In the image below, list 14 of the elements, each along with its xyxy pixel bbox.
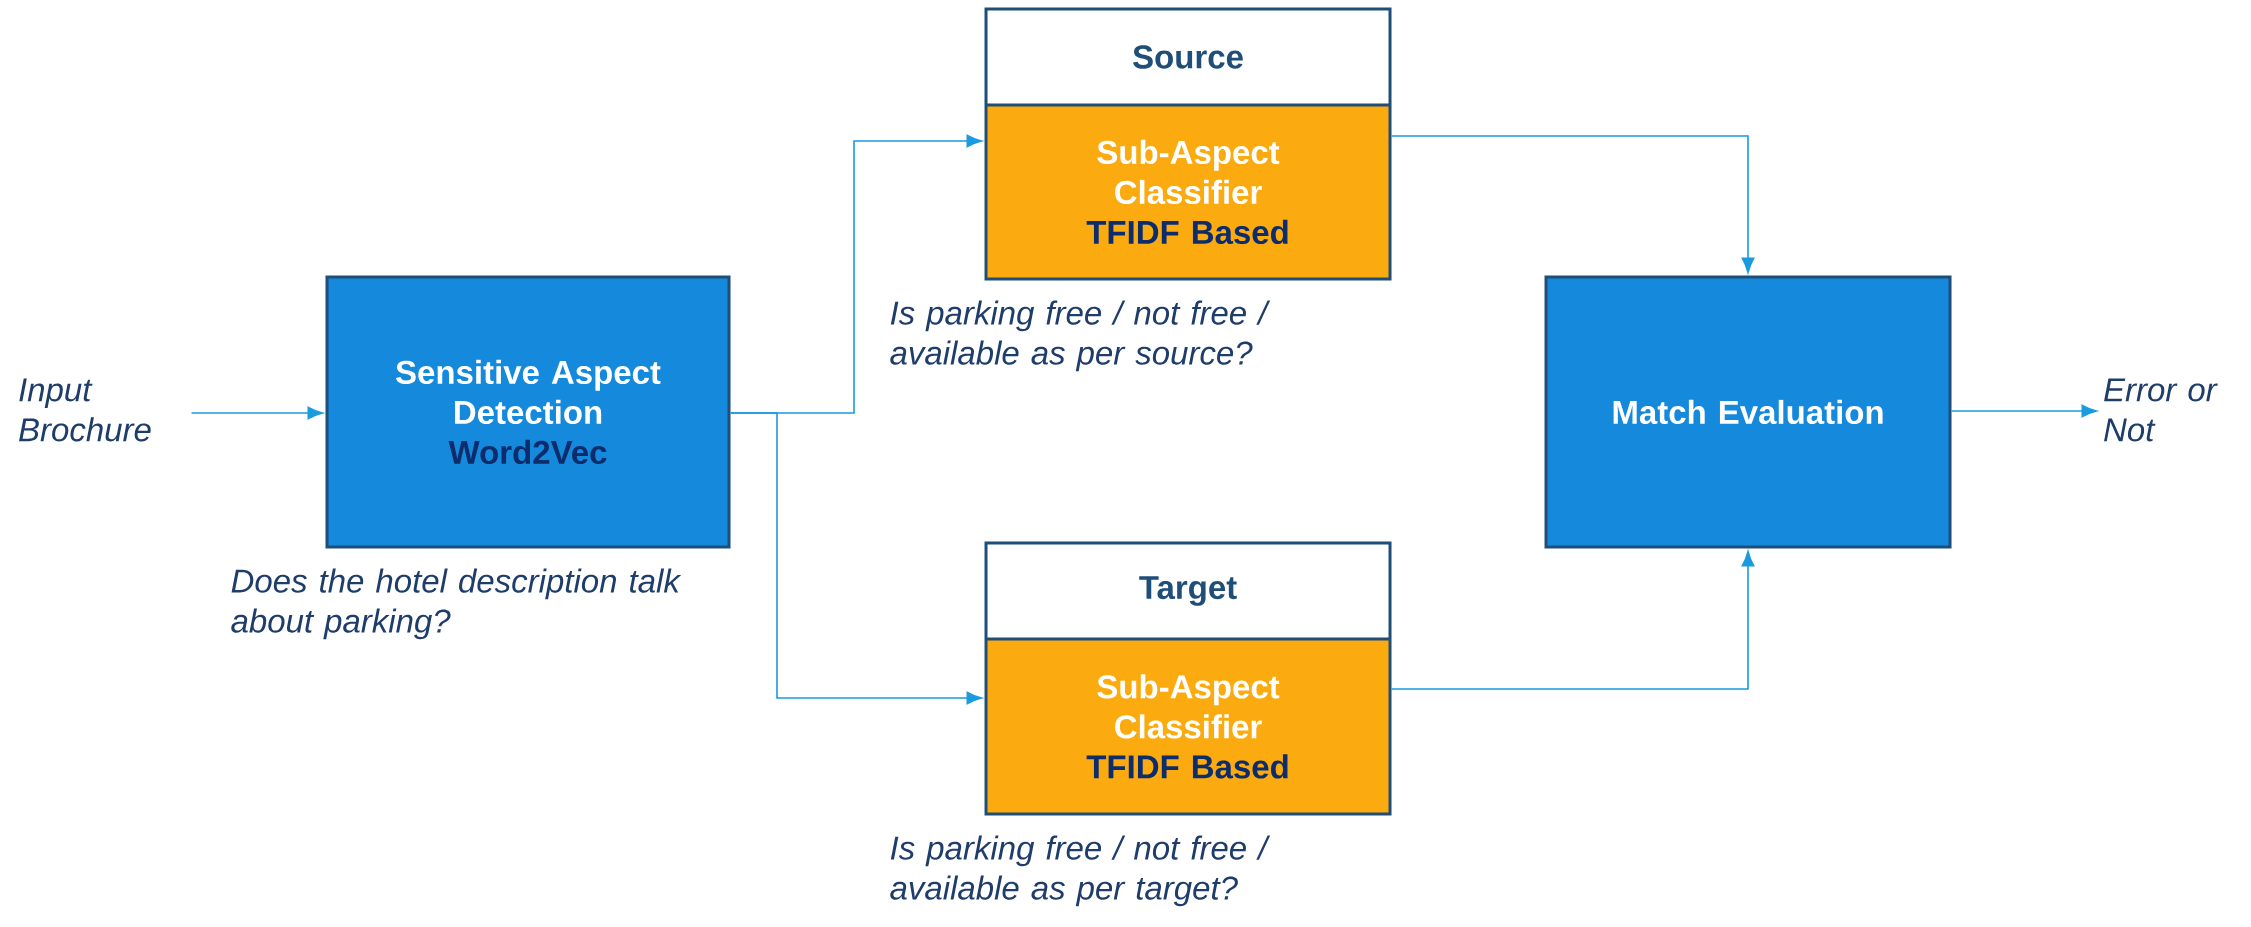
input-label: Error or Not bbox=[2104, 378, 2218, 442]
arrow bbox=[1950, 404, 2098, 418]
caption-text: Is parking free / not free / available as per target? bbox=[890, 835, 1271, 907]
classifier-box: Target Sub-Aspect Classifier TFIDF Based bbox=[984, 541, 1392, 816]
arrow bbox=[729, 412, 983, 705]
classifier-box: Source Sub-Aspect Classifier TFIDF Based bbox=[984, 7, 1392, 281]
caption-text: Does the hotel description talk about parking? bbox=[231, 568, 682, 640]
input-label: Input Brochure bbox=[19, 378, 151, 442]
process-box: Sensitive Aspect Detection Word2Vec bbox=[325, 275, 731, 549]
arrow bbox=[190, 406, 324, 420]
arrow bbox=[1390, 550, 1755, 690]
process-box: Match Evaluation bbox=[1544, 275, 1952, 549]
arrow bbox=[1390, 135, 1755, 274]
caption-text: Is parking free / not free / available as per source? bbox=[890, 300, 1271, 372]
